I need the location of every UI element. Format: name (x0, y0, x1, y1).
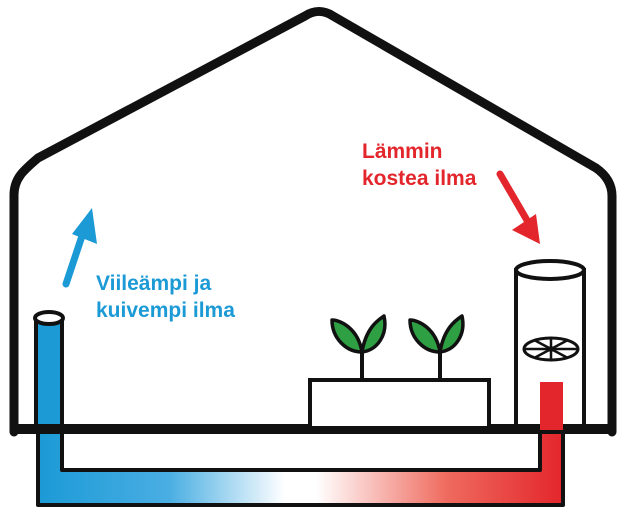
warm-label-line-1: Lämmin (362, 140, 443, 163)
warm-label-line-2: kostea ilma (362, 167, 477, 190)
cool-dry-air-label: Viileämpi ja kuivempi ilma (96, 270, 235, 324)
fan-icon (522, 336, 580, 362)
cool-label-line-1: Viileämpi ja (96, 272, 212, 295)
arrow-down-right-icon (496, 170, 540, 244)
cool-label-line-2: kuivempi ilma (96, 299, 235, 322)
underground-duct (36, 428, 565, 507)
arrow-up-right-icon (62, 208, 97, 288)
planter-box (308, 378, 491, 430)
seedling-icon (330, 314, 387, 382)
seedling-icon (408, 314, 465, 382)
greenhouse-outline (9, 7, 617, 437)
cool-air-intake-pipe (33, 310, 65, 428)
warm-humid-air-label: Lämmin kostea ilma (362, 138, 476, 192)
